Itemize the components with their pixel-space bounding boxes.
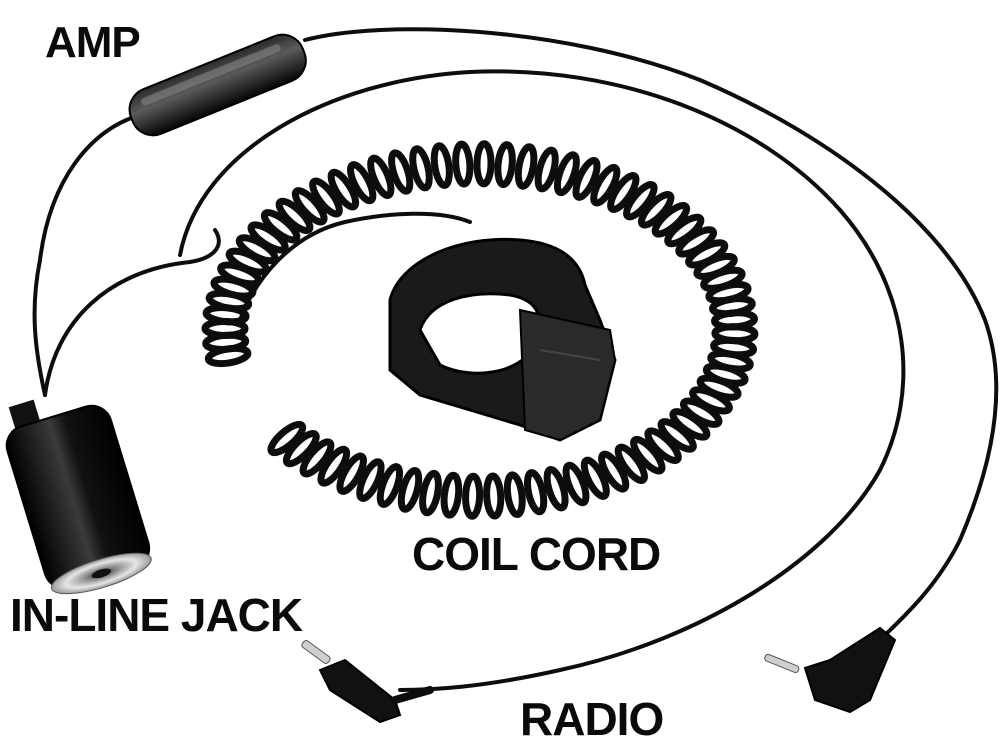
coil-loop xyxy=(562,461,590,507)
coil-loop xyxy=(291,187,328,226)
coil-loop xyxy=(614,443,648,484)
coil-loop xyxy=(419,469,442,517)
inline-jack-label: IN-LINE JACK xyxy=(10,589,303,641)
coil-loop xyxy=(347,161,377,205)
amp-to-jack-cable xyxy=(32,113,142,397)
coil-loop xyxy=(317,445,351,487)
coil-loop xyxy=(299,438,335,478)
jack-branch-cable xyxy=(43,228,221,397)
coil-loop xyxy=(452,140,474,188)
coil-loop xyxy=(598,450,630,493)
coil-cord-spring xyxy=(201,140,759,520)
radio-plug-right xyxy=(764,626,897,714)
coil-loop xyxy=(309,177,343,218)
amp-to-radio-cable xyxy=(303,27,999,642)
coil-cord-label: COIL CORD xyxy=(412,528,661,580)
coil-loop xyxy=(607,171,640,214)
amp-module xyxy=(128,33,307,137)
coil-loop xyxy=(523,469,548,516)
inline-jack-barrel xyxy=(5,399,152,595)
coil-loop xyxy=(462,472,484,520)
coil-loop xyxy=(473,140,495,188)
coil-loop xyxy=(623,181,658,221)
outer-loop-cable xyxy=(178,69,906,692)
coil-loop xyxy=(430,142,453,189)
amp-label: AMP xyxy=(45,18,141,67)
coil-loop xyxy=(356,458,385,502)
coil-loop xyxy=(440,471,463,519)
coil-loop xyxy=(580,456,610,500)
coil-loop xyxy=(275,197,314,235)
coil-loop xyxy=(543,466,569,512)
coil-loop xyxy=(388,149,414,195)
coil-loop xyxy=(397,467,423,513)
coil-loop xyxy=(514,143,538,190)
coil-loop xyxy=(630,435,666,475)
coil-loop xyxy=(483,472,505,520)
coil-loop xyxy=(409,145,433,192)
coil-loop xyxy=(644,427,682,464)
coil-loop xyxy=(494,141,516,189)
coil-loop xyxy=(267,420,307,457)
velcro-strap xyxy=(388,237,617,442)
coil-loop xyxy=(503,471,526,519)
coil-loop xyxy=(336,452,367,495)
coil-loop xyxy=(572,156,601,201)
coil-loop xyxy=(367,154,395,199)
coil-loop xyxy=(327,168,360,211)
coil-loop xyxy=(376,463,404,508)
radio-label: RADIO xyxy=(520,693,664,745)
coil-loop xyxy=(534,146,559,193)
coil-loop xyxy=(590,163,621,207)
radio-plug-left xyxy=(301,640,434,724)
coil-loop xyxy=(553,151,580,197)
